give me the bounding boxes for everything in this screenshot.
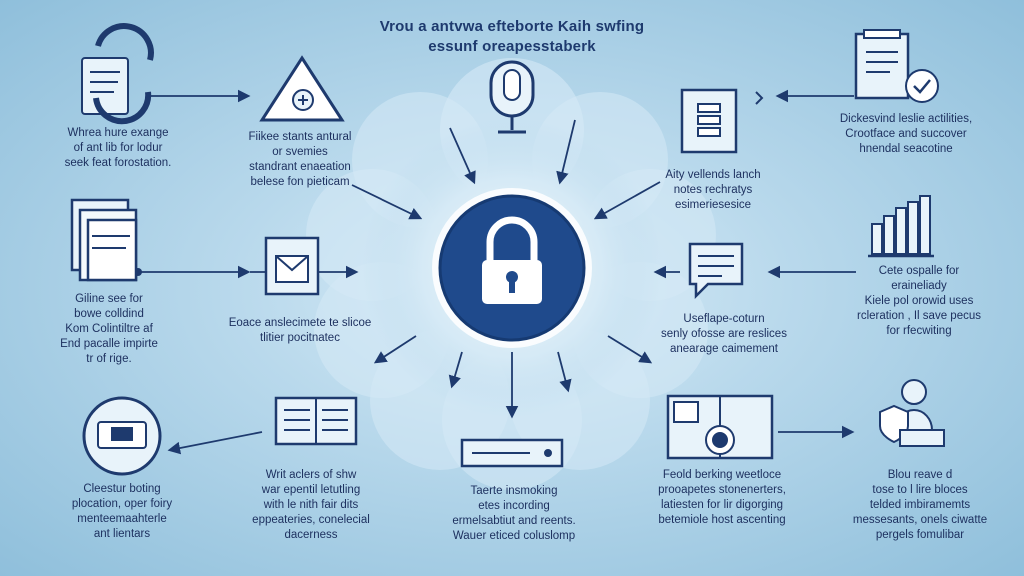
warning-triangle-icon: [259, 55, 345, 122]
node-label-bottom-left: Cleestur boting plocation, oper foiry me…: [71, 483, 173, 540]
node-label-mid-left: Giline see for bowe colldind Kom Colinti…: [60, 293, 158, 365]
connector-lower-left: [373, 335, 417, 364]
icons: [70, 23, 945, 476]
server-rack-icon: [460, 438, 564, 468]
recycle-document-icon: [81, 23, 154, 125]
microphone-icon: [489, 60, 535, 134]
connector-top-mid-right: [556, 119, 576, 185]
node-label-bottom-mid-left: Writ aclers of shw war epentil letutling…: [252, 469, 370, 541]
node-label-top-left: Whrea hure exange of ant lib for lodur s…: [64, 127, 172, 169]
node-label-mid-right: Cete ospalle for eraineliady Kiele pol o…: [856, 265, 981, 337]
connectors: [134, 89, 856, 455]
file-stack-icon: [70, 198, 138, 282]
connector-bottom-left-spoke: [448, 351, 463, 389]
connector-lower-right: [607, 335, 653, 364]
node-label-bottom-mid-right: Feold berking weetloce prooapetes stonen…: [658, 469, 786, 526]
connector-bottom-right-spoke: [557, 351, 572, 393]
diagram-title-line-2: essunf oreapesstaberk: [428, 38, 596, 55]
chat-bubble-icon: [688, 242, 744, 300]
padlock-icon: [482, 216, 542, 304]
checklist-clipboard-icon: [680, 88, 764, 154]
bar-chart-icon: [868, 195, 934, 258]
padlock-hub: [432, 188, 592, 348]
mail-envelope-icon: [264, 236, 320, 296]
connector-bottom-left: [167, 431, 263, 455]
connector-upper-left: [351, 184, 423, 220]
node-label-mid-inner-right: Useflape-coturn senly ofosse are reslice…: [661, 313, 787, 355]
certificate-book-icon: [666, 394, 774, 460]
connector-top-mid-left: [449, 127, 476, 185]
node-label-top-right: Dickesvind leslie actilities, Crootface …: [839, 113, 973, 155]
connector-upper-right: [593, 181, 661, 220]
approved-document-icon: [854, 29, 939, 103]
secure-server-icon: [82, 396, 162, 476]
node-label-top-mid-left: Fiikee stants antural or svemies standra…: [248, 131, 352, 188]
diagram-title-line-1: Vrou a antvwa efteborte Kaih swfing: [379, 18, 645, 35]
open-ledger-icon: [274, 396, 358, 446]
node-label-mid-inner-left: Eoace anslecimete te slicoe tlitier poci…: [228, 317, 372, 344]
node-label-bottom-center: Taerte insmoking etes incording ermelsab…: [452, 485, 576, 542]
user-shield-icon: [879, 379, 945, 447]
node-label-top-mid-right: Aity vellends lanch notes rechratys esim…: [665, 169, 761, 211]
node-label-bottom-right: Blou reave d tose to l lire bloces telde…: [852, 469, 988, 541]
